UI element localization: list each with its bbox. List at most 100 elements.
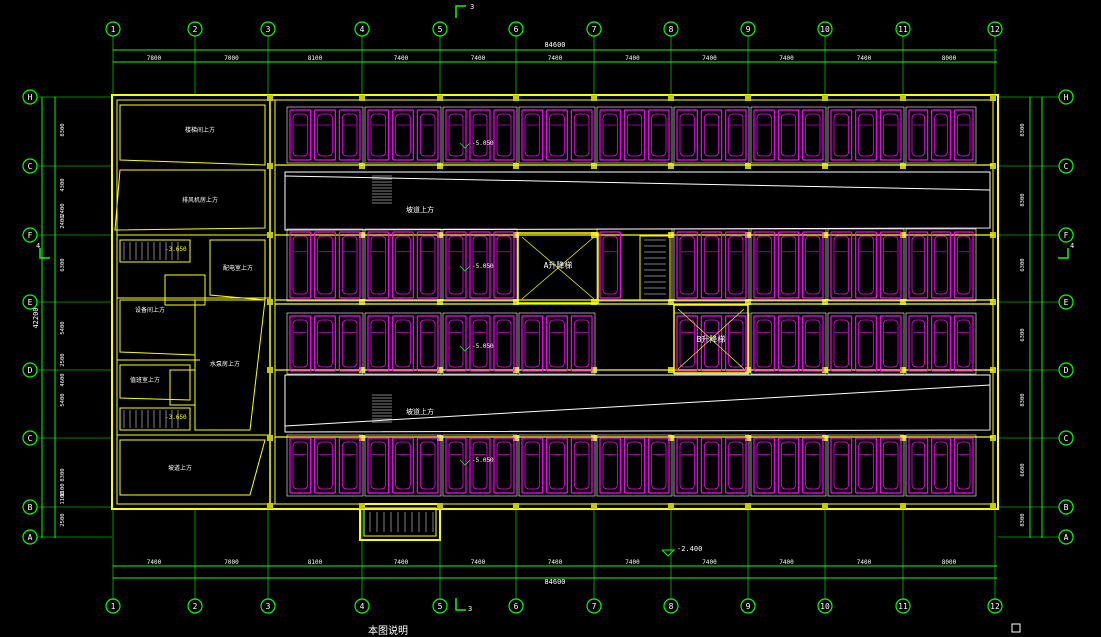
- car-outline: [833, 235, 850, 295]
- column: [267, 232, 273, 238]
- parking-stall: [289, 315, 312, 372]
- parking-stall: [570, 437, 593, 494]
- parking-stall: [338, 437, 361, 494]
- stall-group-border: [905, 312, 977, 375]
- parking-stall: [546, 315, 568, 372]
- car-outline: [370, 235, 387, 295]
- column: [822, 95, 828, 101]
- column: [591, 435, 597, 441]
- column: [437, 95, 443, 101]
- elevator-b: [673, 304, 749, 374]
- parking-stall: [855, 437, 877, 494]
- column: [822, 163, 828, 169]
- plan-title: 本图说明: [368, 624, 408, 637]
- parking-stall: [648, 437, 670, 494]
- parking-stall: [289, 109, 312, 161]
- car-outline: [524, 441, 541, 490]
- row-dimension: 6300: [1020, 258, 1026, 271]
- parking-stall: [777, 231, 800, 299]
- axis-label-7: 7: [592, 602, 597, 611]
- row-dimension: 2400: [60, 203, 66, 216]
- row-dimension: 8300: [60, 468, 66, 481]
- axis-label-12: 12: [990, 602, 1000, 611]
- row-dimension: 8300: [1020, 193, 1026, 206]
- car-outline: [370, 319, 387, 368]
- car-outline: [292, 113, 309, 157]
- ramp-label-upper: 坡道上方: [406, 205, 434, 214]
- parking-stall: [521, 315, 544, 372]
- bay-dimension: 7400: [702, 55, 717, 62]
- bay-dimension: 7000: [224, 55, 239, 62]
- stall-group-border: [673, 106, 750, 164]
- car-outline: [679, 113, 695, 157]
- level-mark-label: -5.050: [472, 457, 494, 464]
- parking-stall: [753, 231, 775, 299]
- axis-label-11: 11: [898, 25, 908, 34]
- stall-group-border: [364, 106, 442, 164]
- level-symbol: [459, 142, 471, 149]
- level-symbol: [459, 345, 471, 352]
- column: [437, 435, 443, 441]
- parking-stall: [623, 437, 646, 494]
- bay-dimension: 7400: [471, 55, 486, 62]
- column: [591, 299, 597, 305]
- row-label-F: F: [1064, 231, 1069, 240]
- service-rooms: [114, 104, 270, 496]
- car-outline: [370, 113, 387, 157]
- parking-stall: [314, 231, 336, 299]
- column: [668, 163, 674, 169]
- column: [359, 299, 365, 305]
- bay-dimension: 7400: [394, 55, 409, 62]
- elevation-symbol: [661, 549, 676, 557]
- column: [359, 95, 365, 101]
- car-outline: [911, 319, 926, 368]
- axis-label-12: 12: [990, 25, 1000, 34]
- car-outline: [472, 113, 488, 157]
- car-outline: [419, 319, 436, 368]
- car-outline: [805, 441, 821, 490]
- car-outline: [911, 235, 926, 295]
- row-dimensions-left: 8300430024002400630054002500460054008300…: [60, 123, 66, 526]
- ramp-label-lower: 坡道上方: [406, 407, 434, 416]
- car-outline: [651, 113, 667, 157]
- stall-group-border: [673, 228, 750, 302]
- column: [668, 503, 674, 509]
- bay-dimension: 7400: [548, 55, 563, 62]
- car-outline: [780, 319, 797, 368]
- row-label-E: E: [28, 298, 33, 307]
- car-outline: [395, 441, 411, 490]
- parking-stall: [753, 109, 775, 161]
- axis-label-6: 6: [514, 602, 519, 611]
- parking-stall: [855, 315, 877, 372]
- car-outline: [573, 441, 590, 490]
- car-outline: [833, 113, 850, 157]
- room-label-equip: 设备间上方: [135, 306, 165, 314]
- car-outline: [780, 441, 797, 490]
- column: [990, 163, 996, 169]
- level-mark-label: -5.050: [472, 343, 494, 350]
- parking-stall: [802, 437, 824, 494]
- parking-stall: [623, 109, 646, 161]
- car-outline: [956, 441, 971, 490]
- car-outline: [882, 113, 899, 157]
- elevator-a: [517, 232, 599, 304]
- stall-group-border: [827, 228, 905, 302]
- car-outline: [317, 235, 333, 295]
- car-outline: [805, 319, 821, 368]
- parking-stall: [392, 315, 414, 372]
- room-label-pump: 水泵房上方: [210, 360, 240, 368]
- axis-label-7: 7: [592, 25, 597, 34]
- parking-stall: [289, 231, 312, 299]
- parking-stall: [546, 437, 568, 494]
- row-label-B: B: [28, 503, 33, 512]
- parking-stall: [416, 231, 439, 299]
- car-outline: [956, 319, 971, 368]
- column: [267, 299, 273, 305]
- column: [513, 163, 519, 169]
- parking-stall: [416, 315, 439, 372]
- column: [990, 95, 996, 101]
- stall-group-border: [596, 106, 673, 164]
- parking-stall: [931, 437, 951, 494]
